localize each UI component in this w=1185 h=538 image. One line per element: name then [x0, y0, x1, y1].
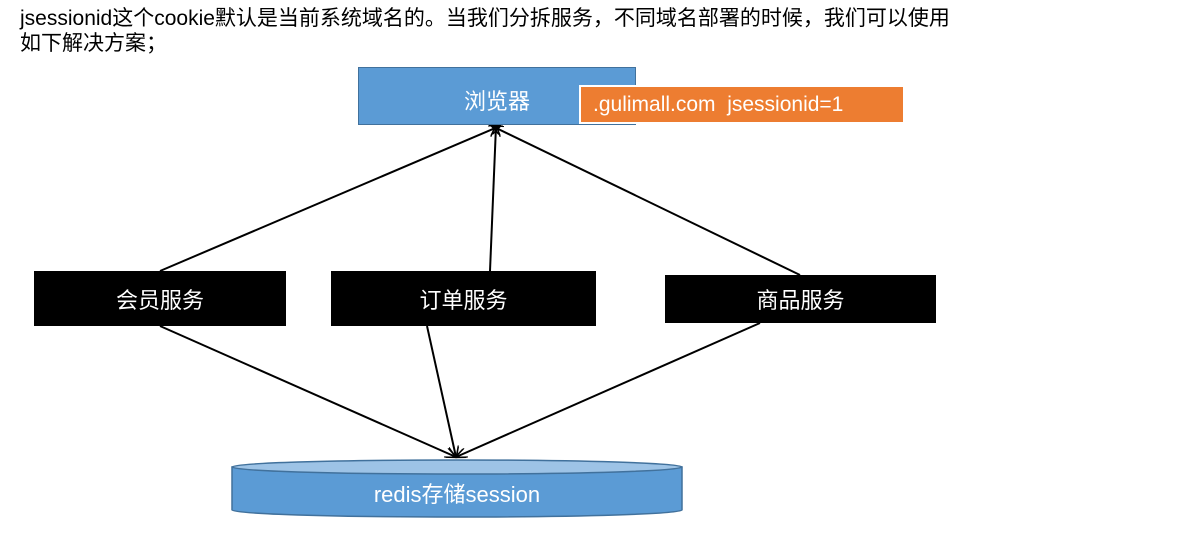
- goods-service-label: 商品服务: [756, 288, 845, 313]
- browser-label: 浏览器: [463, 89, 530, 114]
- arrow-goods-to-browser: [492, 126, 801, 276]
- arrow-order-to-browser: [489, 126, 496, 272]
- intro-line-1: jsessionid这个cookie默认是当前系统域名的。当我们分拆服务，不同域…: [20, 7, 950, 30]
- intro-text: jsessionid这个cookie默认是当前系统域名的。当我们分拆服务，不同域…: [20, 6, 1080, 56]
- arrow-goods-to-redis: [456, 322, 761, 457]
- order-service-label: 订单服务: [419, 287, 508, 313]
- arrow-order-to-redis: [426, 325, 456, 457]
- goods-service-box: 商品服务: [665, 275, 936, 323]
- order-service-box: 订单服务: [331, 271, 596, 326]
- redis-cylinder: [231, 459, 683, 518]
- member-service-label: 会员服务: [115, 287, 204, 313]
- member-service-box: 会员服务: [34, 271, 286, 326]
- cookie-domain-label: .gulimall.com jsessionid=1: [593, 92, 844, 116]
- arrow-member-to-redis: [159, 325, 456, 457]
- intro-line-2: 如下解决方案；: [20, 32, 167, 55]
- arrow-member-to-browser: [159, 126, 500, 272]
- cookie-domain-tag: .gulimall.com jsessionid=1: [579, 85, 905, 124]
- redis-session-label: redis存储session: [373, 482, 541, 507]
